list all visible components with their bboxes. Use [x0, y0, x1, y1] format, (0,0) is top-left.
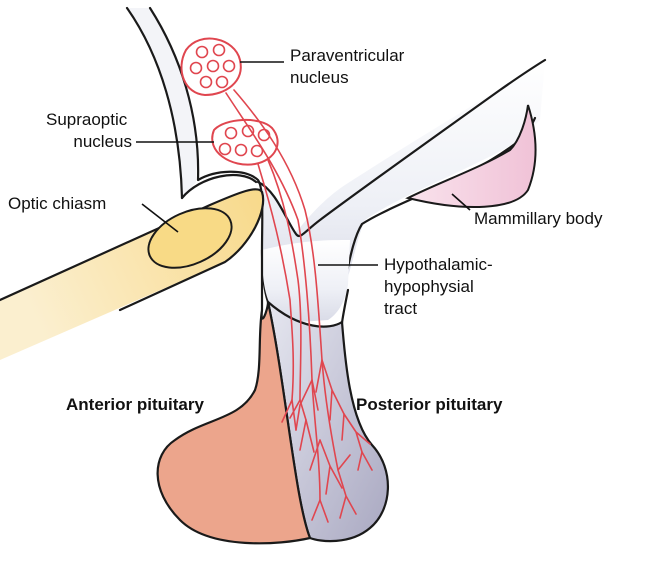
paraventricular-nucleus[interactable] [181, 39, 240, 95]
label-posterior-pituitary: Posterior pituitary [356, 395, 503, 414]
label-tract: Hypothalamic- hypophysial tract [384, 255, 497, 318]
label-mammillary-body: Mammillary body [474, 209, 603, 228]
optic-chiasm-group [0, 189, 263, 360]
label-anterior-pituitary: Anterior pituitary [66, 395, 204, 414]
label-optic-chiasm: Optic chiasm [8, 194, 106, 213]
label-paraventricular: Paraventricular nucleus [290, 46, 409, 87]
brain-wall-fill [127, 8, 197, 198]
label-supraoptic: Supraoptic nucleus [46, 110, 132, 151]
